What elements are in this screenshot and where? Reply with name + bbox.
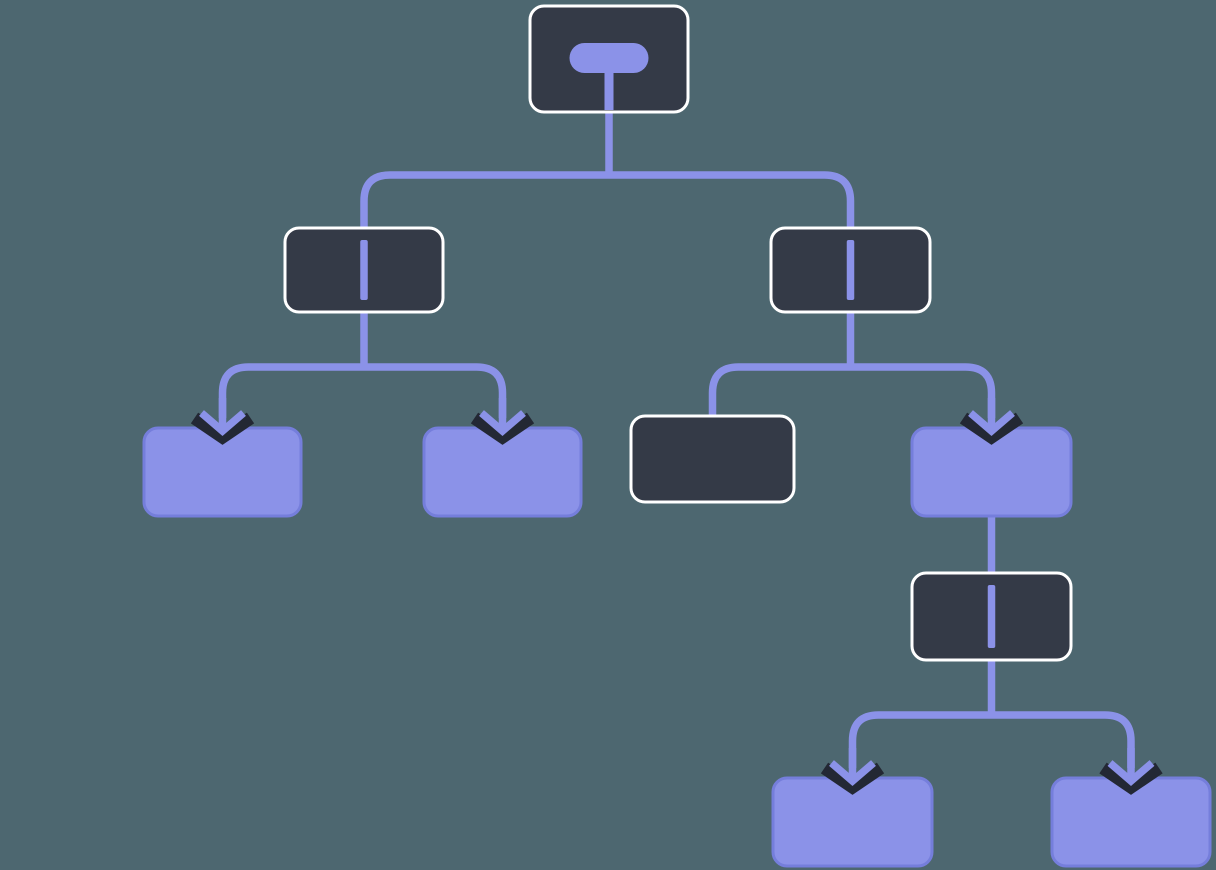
edge-right-branch [708,363,996,418]
chevron-down-icon [190,398,255,445]
arrow-head [199,410,246,436]
root-handle-icon [569,43,649,110]
node-layer [142,4,1212,868]
root-node[interactable] [528,4,690,114]
branch-node-left[interactable] [283,226,445,314]
arrow-head [1107,760,1155,786]
connector-layer [218,112,1135,768]
root-handle-pill [569,43,649,73]
pass-through-line-icon [987,585,996,648]
branch-node-right[interactable] [769,226,932,314]
pass-through-line-icon [846,240,855,300]
chevron-shadow [190,412,255,445]
arrow-head [968,410,1015,436]
edge-lower-branch [848,711,1135,768]
chevron-down-icon [470,398,535,445]
chevron-shadow [470,412,535,445]
chevron-down-icon [820,748,885,795]
pass-through-line-icon [360,240,368,300]
branch-node-lower[interactable] [910,571,1073,662]
arrow-head [829,760,876,786]
chevron-shadow [1099,762,1163,795]
chevron-shadow [820,762,885,795]
arrow-head [479,410,526,436]
chevron-down-icon [1099,748,1163,795]
chevron-down-icon [959,398,1024,445]
root-handle-stem [604,66,614,110]
dark-leaf-node-body[interactable] [629,414,796,504]
dark-leaf-node[interactable] [629,414,796,504]
chevron-shadow [959,412,1024,445]
arrow-layer [190,398,1163,795]
edge-root-to-level2 [360,171,855,229]
edge-left-branch [218,363,507,418]
